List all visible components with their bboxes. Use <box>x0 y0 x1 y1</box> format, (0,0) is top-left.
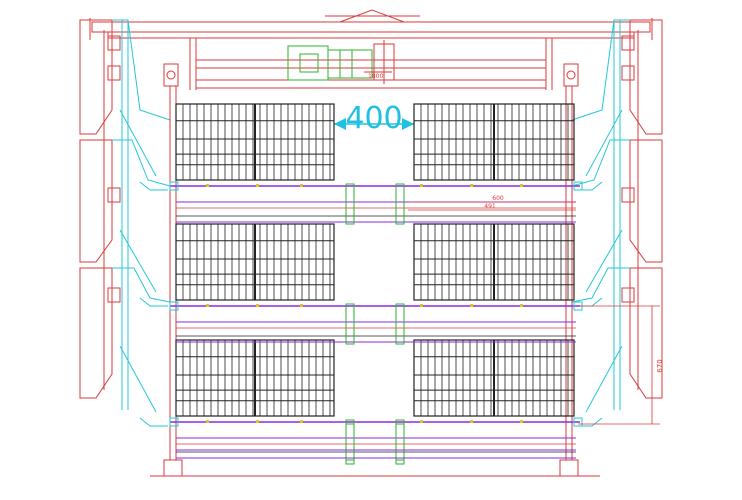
top-frame <box>89 9 653 90</box>
motor-drive-unit: 1800 <box>287 40 395 84</box>
motor-dimension-label: 1800 <box>368 73 383 80</box>
left-support-structure <box>79 19 183 477</box>
trough-dimension: 600 491 <box>408 195 576 211</box>
tier-rail-set <box>169 181 583 225</box>
tier-rail-set <box>169 417 583 461</box>
bottom-posts <box>176 423 576 465</box>
right-support-structure <box>559 19 663 477</box>
gap-dimension: 400 <box>334 101 414 136</box>
gap-dimension-label: 400 <box>345 101 402 136</box>
trough-length-label: 600 <box>492 195 504 202</box>
cage-block <box>175 223 335 301</box>
tier-height-dimension <box>578 305 660 425</box>
tier-rail-set <box>169 301 583 345</box>
trough-inner-length-label: 491 <box>484 203 496 210</box>
cage-block <box>413 103 575 181</box>
cage-block <box>413 223 575 301</box>
cage-block <box>175 103 335 181</box>
cage-block <box>413 339 575 417</box>
cage-block <box>175 339 335 417</box>
tier-height-label: 670 <box>656 359 664 372</box>
cage-grids <box>175 103 575 417</box>
